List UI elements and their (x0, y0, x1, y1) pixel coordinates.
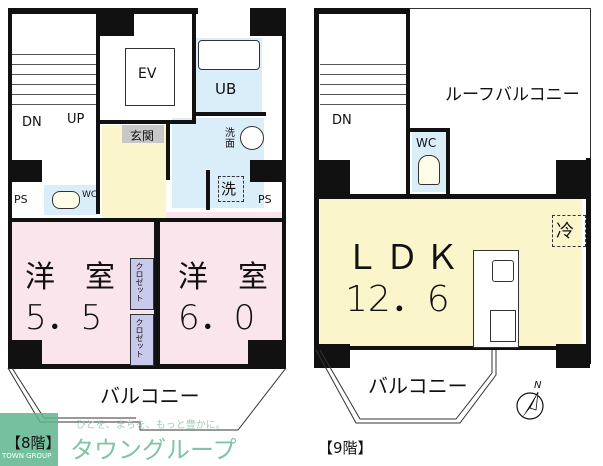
compass-icon (516, 391, 544, 420)
watermark-brand-en: TOWN GROUP (2, 452, 52, 460)
entrance (122, 125, 164, 143)
watermark-brand: タウングループ (70, 436, 237, 464)
ldk-type: ＬＤＫ (345, 238, 465, 278)
toilet-9f-icon (418, 155, 440, 185)
balcony-8f-label: バルコニー (100, 384, 200, 408)
room1-size: 5．5 (25, 298, 103, 338)
bath-label: UB (215, 80, 237, 98)
ps-right-label: PS (258, 193, 272, 206)
stairs-up-label: UP (67, 112, 85, 127)
watermark-logo-block (0, 413, 58, 466)
closet-2 (130, 314, 154, 366)
fridge-space (552, 215, 586, 247)
ldk (320, 198, 582, 346)
balcony-9f-label: バルコニー (368, 374, 468, 398)
stove-icon (490, 310, 516, 342)
roof-balcony-label: ルーフバルコニー (445, 85, 580, 105)
balcony-9f-outline (315, 349, 497, 424)
fridge-label: 冷 (556, 221, 574, 242)
bathtub (198, 40, 260, 70)
washer-space (218, 176, 244, 202)
stairs-9f-dn-label: DN (332, 113, 352, 128)
stairs-dn-label: DN (22, 115, 42, 130)
roof-balcony (410, 8, 591, 159)
wc-9f-label: WC (416, 136, 437, 150)
sink-icon (492, 260, 514, 282)
closet2-label: クロゼット (135, 318, 144, 358)
room2-type: 洋 室 (178, 260, 268, 295)
bedroom-6-0 (160, 212, 285, 364)
wc-label: WC (82, 190, 98, 200)
stairs-9f (320, 55, 406, 105)
entrance-label: 玄関 (130, 129, 155, 143)
ps-left-label: PS (14, 193, 28, 206)
ldk-size: 12．6 (345, 279, 450, 320)
closet-1 (130, 258, 154, 310)
elevator-label: EV (138, 66, 157, 82)
kitchen-counter (473, 250, 519, 348)
floor-8-label: 【8階】 (6, 434, 61, 452)
room2-size: 6．0 (178, 298, 256, 338)
toilet-icon (52, 191, 80, 209)
closet1-label: クロゼット (135, 262, 144, 302)
washroom-label: 洗面 (225, 128, 235, 150)
washer-label: 洗 (221, 180, 237, 198)
washbasin-icon (240, 126, 264, 150)
floor-9-label: 【9階】 (318, 439, 373, 457)
room1-type: 洋 室 (25, 260, 115, 295)
watermark-tagline: ひとを、まちを、もっと豊かに。 (76, 420, 226, 431)
compass-north-label: N (534, 380, 542, 391)
elevator (125, 48, 175, 106)
stairs-8f (12, 45, 96, 105)
